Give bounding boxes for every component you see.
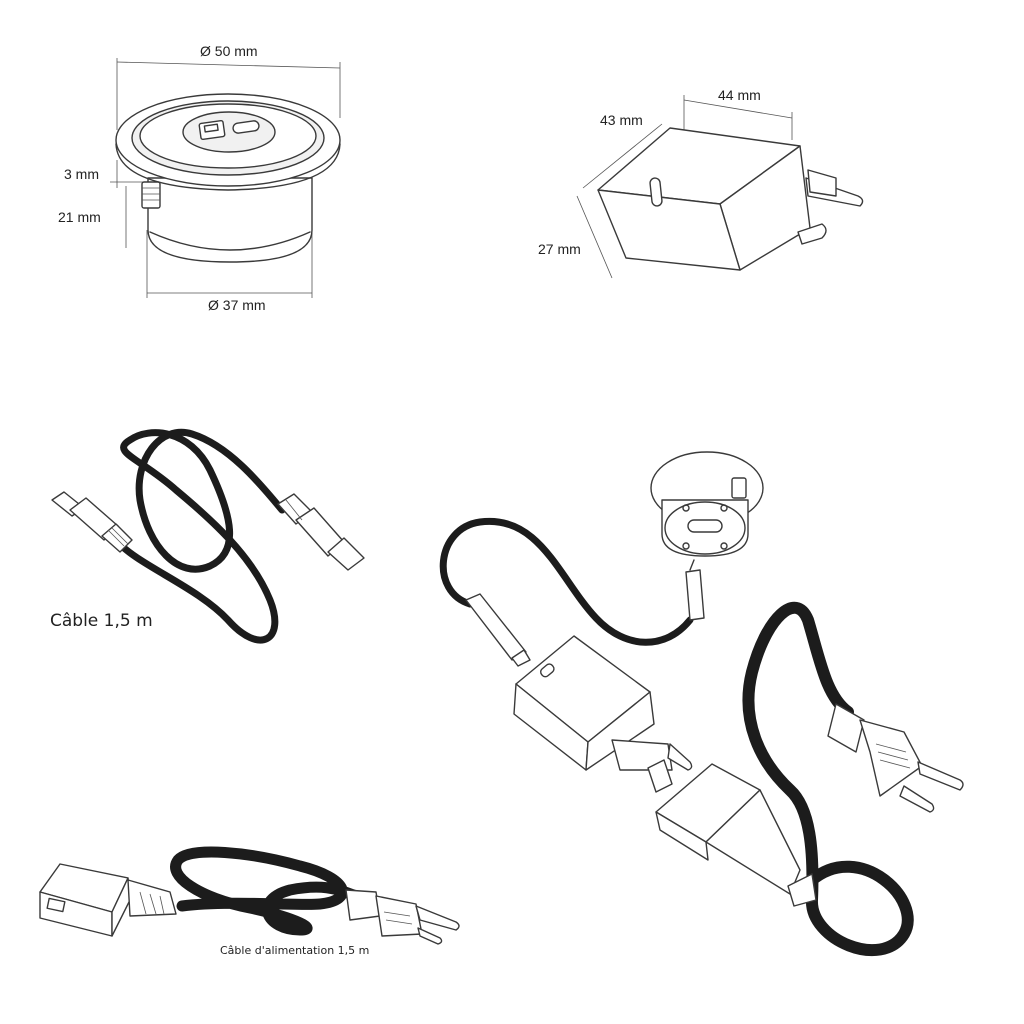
assembly-drawing [439,451,964,957]
charger-usb-c-port-icon [649,177,663,207]
assembly-charger-usb-c-port-icon [540,663,555,678]
usb-c-plug-right [277,493,365,571]
socket-diameter-bottom: Ø 37 mm [208,297,266,313]
iec-c13-connector [39,863,177,937]
socket-clip [141,181,161,209]
socket-port-plate [182,111,276,153]
assembly-schuko-plug [827,703,964,813]
assembly-socket-usb-c-port-icon [687,519,723,533]
charger-width: 44 mm [718,87,761,103]
charger-drawing: 44 mm 43 mm 27 mm [538,87,864,279]
assembly-iec-c13-connector [655,763,817,907]
socket-dimension-lines [110,58,341,298]
usb-c-cable-drawing: Câble 1,5 m [50,428,365,644]
charger-height: 27 mm [538,241,581,257]
usb-c-port-icon [232,120,260,134]
power-cable-cord [170,846,362,936]
assembly-charger [513,635,693,793]
socket-rim-height: 3 mm [64,166,99,182]
charger-front-face [597,189,741,271]
usb-c-cable-cord [120,428,286,644]
usb-a-port-icon [198,119,226,141]
power-cable-caption: Câble d'alimentation 1,5 m [220,944,369,957]
usb-c-cable-caption: Câble 1,5 m [50,611,153,631]
assembly-usb-c-cord [439,517,694,646]
desk-socket-drawing: Ø 50 mm 3 mm 21 mm Ø 37 mm [58,43,341,313]
socket-cylinder [147,177,313,263]
charger-dimension-lines [576,95,793,279]
assembly-usb-c-plug-left [465,593,527,661]
charger-depth: 43 mm [600,112,643,128]
usb-c-plug-left [51,491,133,553]
assembly-usb-c-plug-right [685,569,705,621]
assembly-desk-socket [650,451,764,557]
socket-body-height: 21 mm [58,209,101,225]
socket-diameter-top: Ø 50 mm [200,43,258,59]
schuko-plug [345,889,460,945]
charger-prong-bottom [797,223,827,245]
power-cable-drawing: Câble d'alimentation 1,5 m [39,846,460,957]
assembly-power-cord [742,601,914,957]
